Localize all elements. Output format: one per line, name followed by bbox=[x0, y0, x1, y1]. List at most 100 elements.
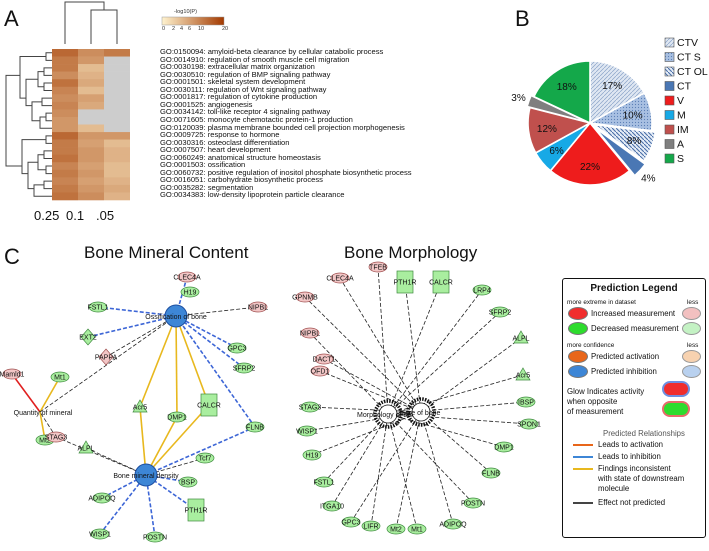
heatmap-cell bbox=[104, 154, 130, 163]
node-label: ALPL bbox=[77, 446, 94, 453]
activation-strong-swatch bbox=[568, 350, 588, 363]
heatmap-cell bbox=[104, 109, 130, 118]
heatmap-cell bbox=[104, 86, 130, 95]
go-term-label: GO:0030111: regulation of Wnt signaling … bbox=[160, 84, 327, 94]
increased-strong-swatch bbox=[568, 307, 588, 320]
network-edge bbox=[55, 436, 147, 476]
node-label: Mt1 bbox=[54, 375, 66, 382]
network1-node: GPC3 bbox=[227, 342, 247, 354]
heatmap-cell bbox=[78, 86, 104, 95]
node-label: DACT1 bbox=[313, 357, 336, 364]
heatmap-cell bbox=[104, 94, 130, 103]
heatmap-cell bbox=[52, 124, 78, 133]
row-dendrogram bbox=[45, 135, 52, 144]
legend-confidence-left: more confidence bbox=[567, 342, 615, 349]
node-shape bbox=[187, 498, 205, 522]
legend-title: Prediction Legend bbox=[590, 283, 678, 294]
node-label: SFRP2 bbox=[489, 310, 512, 317]
network-edge bbox=[311, 411, 422, 456]
node-shape bbox=[248, 301, 268, 313]
go-term-label: GO:0009725: response to hormone bbox=[160, 130, 280, 140]
network1-node: Mamld1 bbox=[0, 368, 25, 380]
heatmap-cell bbox=[78, 124, 104, 133]
network-edge bbox=[39, 315, 177, 413]
pie-legend-swatch bbox=[664, 153, 675, 164]
heatmap-cell bbox=[78, 56, 104, 65]
node-label: GPC3 bbox=[341, 520, 360, 527]
node-shape bbox=[314, 476, 334, 488]
pie-slice-label: 6% bbox=[549, 146, 564, 157]
heatmap-cell bbox=[104, 162, 130, 171]
heatmap-cell bbox=[52, 169, 78, 178]
network2-node: CALCR bbox=[429, 270, 453, 294]
node-shape bbox=[513, 330, 529, 344]
node-label: Tcf7 bbox=[199, 456, 212, 463]
network2-node: ITGA10 bbox=[320, 500, 344, 512]
hub-core bbox=[378, 404, 398, 424]
pie-slice-label: 8% bbox=[627, 136, 642, 147]
hub-label: Morphology of bone bbox=[357, 412, 419, 419]
go-term-label: GO:0030316: osteoclast differentiation bbox=[160, 137, 290, 147]
heatmap-cell bbox=[104, 49, 130, 57]
node-shape bbox=[78, 440, 94, 454]
node-shape bbox=[177, 271, 197, 283]
heatmap-cell bbox=[104, 64, 130, 72]
network2-node: LRP4 bbox=[472, 284, 492, 296]
network1-node: SFRP2 bbox=[233, 362, 255, 374]
heatmap-cell bbox=[52, 184, 78, 193]
node-shape bbox=[341, 516, 361, 528]
node-shape bbox=[167, 411, 187, 423]
node-label: OFD1 bbox=[311, 369, 330, 376]
node-shape bbox=[245, 421, 265, 433]
network2-node: DACT1 bbox=[313, 353, 336, 365]
network-edge bbox=[323, 413, 389, 483]
legend-rel-not-predicted: Effect not predicted bbox=[598, 498, 666, 507]
heatmap-cell bbox=[78, 109, 104, 118]
hub-ring bbox=[373, 399, 403, 429]
heatmap-cell bbox=[104, 124, 130, 133]
network-edge bbox=[339, 277, 422, 413]
hub-ring bbox=[406, 397, 436, 427]
row-dendrogram bbox=[31, 101, 42, 122]
pie-legend-label: S bbox=[677, 153, 684, 165]
pie-slice bbox=[589, 60, 646, 125]
node-shape bbox=[92, 492, 112, 504]
network2-node: FLNB bbox=[481, 467, 501, 479]
network1-node: NIPBL bbox=[248, 301, 268, 313]
network2-node: FSTL1 bbox=[313, 476, 335, 488]
activation-weak-swatch bbox=[682, 350, 701, 363]
pie-legend-label: CT S bbox=[677, 52, 701, 64]
pie-slice bbox=[532, 60, 591, 125]
network-edge bbox=[99, 474, 147, 535]
pie-legend-label: V bbox=[677, 95, 684, 107]
inhibition-line-swatch bbox=[573, 456, 593, 458]
go-term-label: GO:0007507: heart development bbox=[160, 145, 271, 155]
glow-green-swatch bbox=[664, 403, 688, 415]
legend-decreased: Decreased measurement bbox=[591, 324, 679, 333]
network2-node: GPC3 bbox=[341, 516, 361, 528]
node-label: H19 bbox=[306, 453, 319, 460]
heatmap-cell bbox=[52, 154, 78, 163]
network2-node: SFRP2 bbox=[489, 306, 512, 318]
heatmap-cell bbox=[52, 147, 78, 155]
heatmap-column-label: 0.25 bbox=[34, 208, 60, 223]
legend-rel-inconsistent-1: Findings inconsistent bbox=[598, 464, 671, 473]
node-shape bbox=[178, 476, 198, 488]
node-label: PAPPA bbox=[95, 355, 118, 362]
pie-slice-label: 10% bbox=[623, 110, 643, 121]
node-label: CALCR bbox=[197, 403, 221, 410]
network-edge bbox=[387, 413, 505, 448]
heatmap-cell bbox=[52, 162, 78, 171]
network-edge bbox=[420, 337, 522, 413]
row-dendrogram bbox=[45, 112, 52, 122]
legend-dataset-left: more extreme in dataset bbox=[567, 299, 636, 306]
network-edge bbox=[39, 411, 57, 438]
go-term-label: GO:0001501: skeletal system development bbox=[160, 77, 306, 87]
heatmap-cell bbox=[104, 132, 130, 140]
heatmap-cell bbox=[52, 86, 78, 95]
colorbar-tick-label: 4 bbox=[180, 26, 184, 32]
go-term-label: GO:0014910: regulation of smooth muscle … bbox=[160, 54, 350, 64]
node-shape bbox=[195, 452, 215, 464]
network-edge bbox=[145, 474, 156, 538]
